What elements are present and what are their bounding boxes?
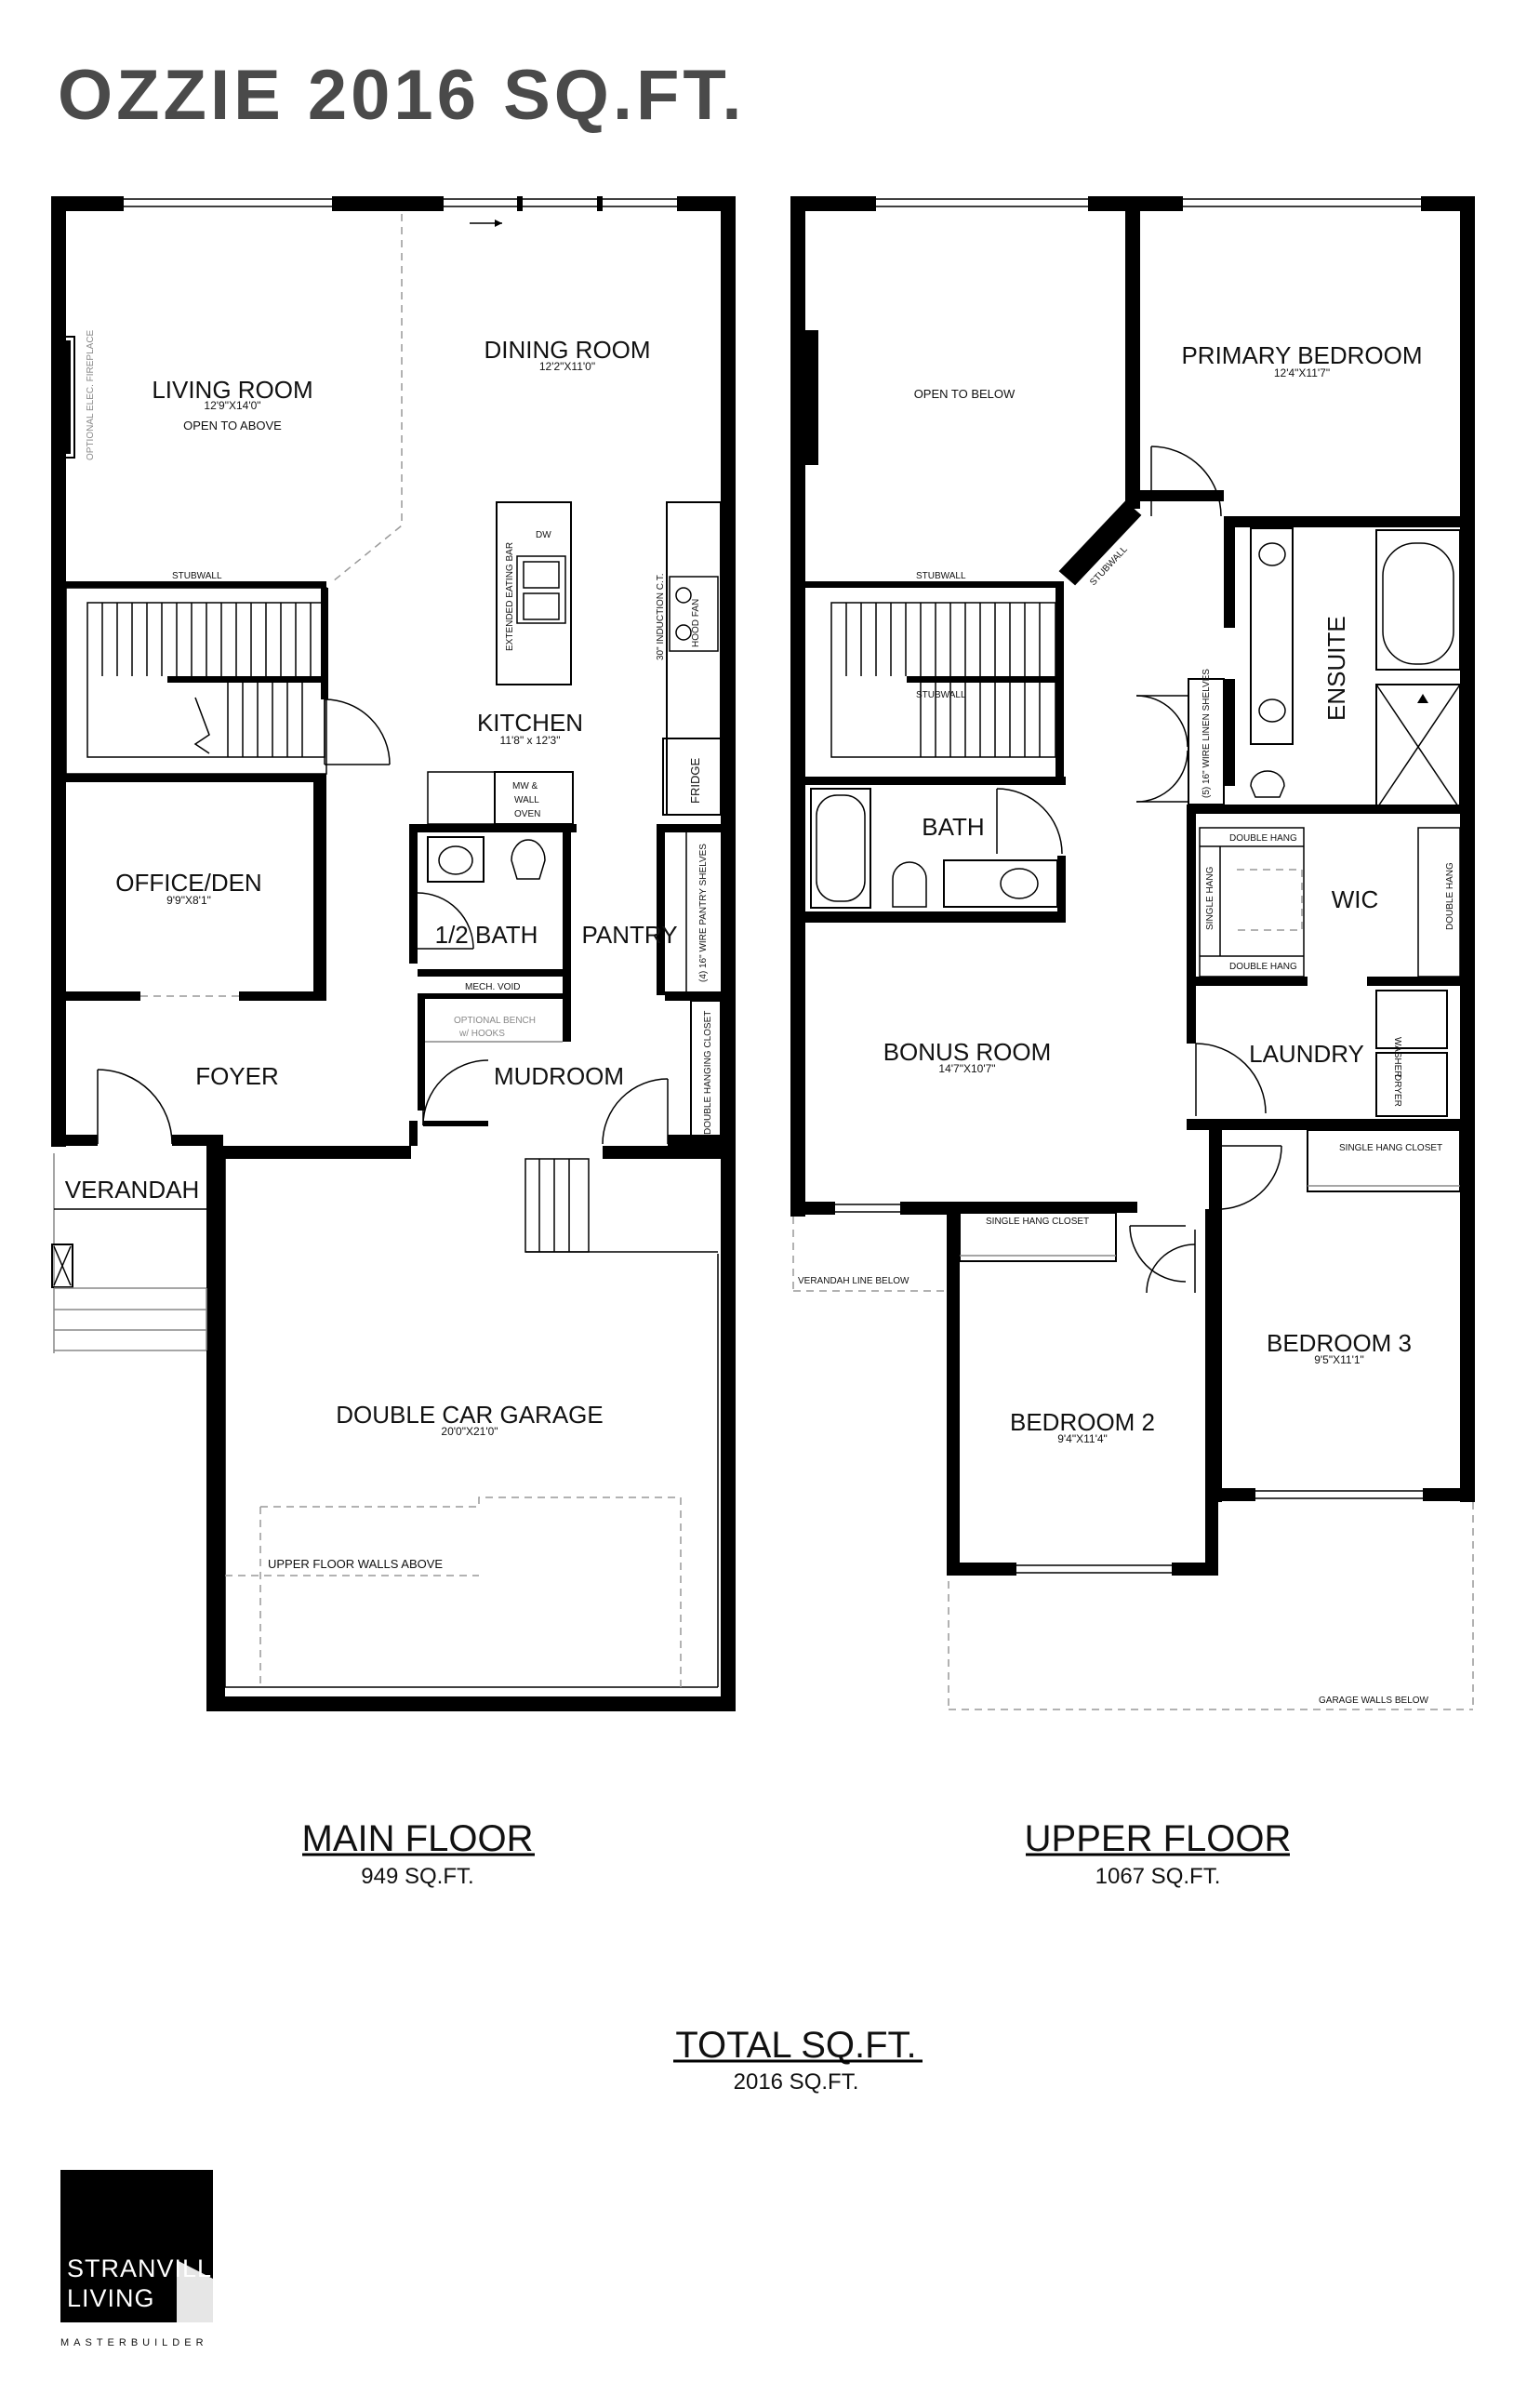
wic-double-hang-right: DOUBLE HANG	[1445, 862, 1455, 930]
laundry-label: LAUNDRY	[1249, 1040, 1364, 1068]
wic-double-hang-top: DOUBLE HANG	[1229, 833, 1297, 844]
plan-title: OZZIE 2016 SQ.FT.	[58, 56, 746, 135]
half-bath-label: 1/2 BATH	[435, 921, 538, 949]
logo-line2: LIVING	[67, 2284, 155, 2312]
total-label: TOTAL SQ.FT.	[675, 2025, 916, 2066]
mw-label-1: MW &	[512, 781, 538, 791]
bedroom3-closet-label: SINGLE HANG CLOSET	[1339, 1143, 1442, 1153]
dining-room-label: DINING ROOM	[484, 336, 650, 364]
total-caption: TOTAL SQ.FT. 2016 SQ.FT.	[673, 2025, 923, 2095]
bench-label-1: OPTIONAL BENCH	[454, 1016, 536, 1026]
washer-label: WASHER	[1392, 1037, 1402, 1078]
mudroom-label: MUDROOM	[494, 1062, 624, 1090]
induction-label: 30" INDUCTION C.T.	[656, 573, 666, 660]
dw-label: DW	[536, 530, 551, 540]
bonus-room-dims: 14'7"X10'7"	[938, 1062, 995, 1075]
logo-line1: STRANVILLE	[67, 2255, 230, 2282]
bath-label: BATH	[922, 813, 984, 841]
office-den-dims: 9'9"X8'1"	[166, 894, 211, 907]
hood-fan-label: HOOD FAN	[691, 599, 701, 647]
primary-bedroom-dims: 12'4"X11'7"	[1274, 366, 1330, 379]
bench-label-2: w/ HOOKS	[458, 1029, 505, 1039]
open-to-below-label: OPEN TO BELOW	[914, 387, 1016, 401]
upper-stubwall-label-2: STUBWALL	[916, 690, 966, 700]
main-floor-plan: OPTIONAL ELEC. FIREPLACE STUBWALL	[51, 196, 736, 1711]
wic-label: WIC	[1332, 885, 1379, 913]
builder-logo: STRANVILLE LIVING MASTERBUILDER	[60, 2170, 230, 2348]
living-room-label: LIVING ROOM	[152, 376, 312, 404]
garage-dims: 20'0"X21'0"	[441, 1425, 498, 1438]
fireplace-note: OPTIONAL ELEC. FIREPLACE	[86, 329, 96, 460]
living-room-note: OPEN TO ABOVE	[183, 419, 282, 432]
dryer-label: DRYER	[1392, 1074, 1402, 1107]
bedroom2-dims: 9'4"X11'4"	[1057, 1432, 1108, 1445]
main-floor-caption: MAIN FLOOR 949 SQ.FT.	[302, 1818, 535, 1889]
bedroom2-label: BEDROOM 2	[1010, 1408, 1155, 1436]
verandah-label: VERANDAH	[65, 1176, 199, 1204]
bonus-room-label: BONUS ROOM	[883, 1038, 1052, 1066]
mech-void-label: MECH. VOID	[465, 982, 520, 992]
hanging-closet-label: DOUBLE HANGING CLOSET	[703, 1011, 713, 1135]
foyer-label: FOYER	[195, 1062, 279, 1090]
wic-single-hang: SINGLE HANG	[1205, 866, 1215, 930]
logo-tagline: MASTERBUILDER	[60, 2337, 208, 2348]
upper-stubwall-label: STUBWALL	[916, 571, 966, 581]
upper-floor-plan: STUBWALL STUBWALL STUBWALL	[790, 196, 1475, 1710]
total-sqft: 2016 SQ.FT.	[734, 2069, 859, 2095]
ensuite-label: ENSUITE	[1322, 616, 1350, 721]
mw-label-2: WALL	[514, 795, 539, 805]
pantry-label: PANTRY	[581, 921, 677, 949]
kitchen-dims: 11'8" x 12'3"	[500, 734, 561, 747]
bedroom3-label: BEDROOM 3	[1267, 1329, 1412, 1357]
main-floor-label: MAIN FLOOR	[302, 1818, 534, 1859]
fridge-label: FRIDGE	[688, 758, 702, 804]
main-stubwall-label: STUBWALL	[172, 571, 222, 581]
garage-walls-note: GARAGE WALLS BELOW	[1319, 1696, 1429, 1706]
kitchen-label: KITCHEN	[477, 709, 583, 737]
office-den-label: OFFICE/DEN	[115, 869, 261, 897]
primary-bedroom-label: PRIMARY BEDROOM	[1181, 341, 1422, 369]
linen-label: (5) 16" WIRE LINEN SHELVES	[1201, 669, 1212, 798]
living-room-dims: 12'9"X14'0"	[204, 399, 260, 412]
bedroom3-dims: 9'5"X11'1"	[1314, 1353, 1364, 1366]
verandah-line-note: VERANDAH LINE BELOW	[798, 1276, 909, 1286]
pantry-shelves-label: (4) 16" WIRE PANTRY SHELVES	[698, 844, 709, 982]
upper-walls-note: UPPER FLOOR WALLS ABOVE	[268, 1557, 443, 1571]
upper-floor-sqft: 1067 SQ.FT.	[1095, 1864, 1221, 1889]
upper-floor-caption: UPPER FLOOR 1067 SQ.FT.	[1025, 1818, 1292, 1889]
main-floor-sqft: 949 SQ.FT.	[361, 1864, 473, 1889]
dining-room-dims: 12'2"X11'0"	[539, 360, 595, 373]
garage-label: DOUBLE CAR GARAGE	[336, 1401, 604, 1429]
eating-bar-label: EXTENDED EATING BAR	[505, 542, 515, 651]
wic-double-hang-bottom: DOUBLE HANG	[1229, 962, 1297, 972]
bedroom2-closet-label: SINGLE HANG CLOSET	[986, 1217, 1089, 1227]
mw-label-3: OVEN	[514, 809, 540, 819]
upper-floor-label: UPPER FLOOR	[1025, 1818, 1292, 1859]
